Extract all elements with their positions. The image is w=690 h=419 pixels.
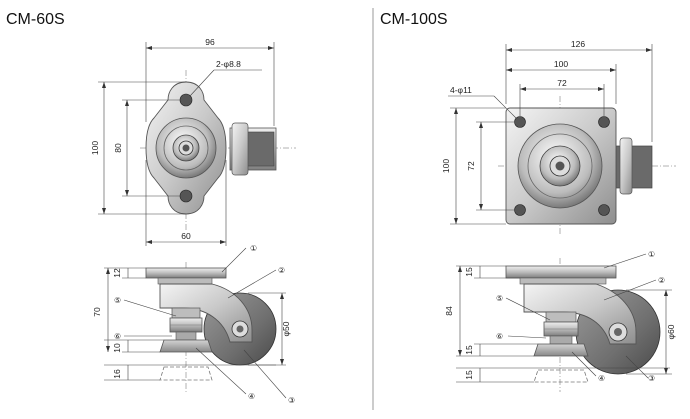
left-side-view bbox=[104, 262, 277, 392]
top-plate bbox=[505, 265, 617, 279]
left-callouts: ① ② ③ ④ ⑤ ⑥ bbox=[114, 244, 295, 405]
dim-hole-spec: 2-φ8.8 bbox=[216, 59, 241, 69]
dim-wheel-diameter: φ50 bbox=[281, 321, 291, 336]
leveling-pad bbox=[159, 339, 213, 353]
dim-adjust-height: 16 bbox=[112, 369, 122, 379]
dim-total-height: 84 bbox=[444, 306, 454, 316]
dim-plate-thickness: 15 bbox=[464, 267, 474, 277]
right-model-title: CM-100S bbox=[380, 11, 448, 28]
dim-plate-width: 100 bbox=[554, 59, 568, 69]
top-plate bbox=[145, 267, 227, 279]
dim-plate-thickness: 12 bbox=[112, 268, 122, 278]
dim-adjust-height: 15 bbox=[464, 370, 474, 380]
dim-width-total: 126 bbox=[571, 39, 585, 49]
callout-1: ① bbox=[648, 250, 655, 259]
dim-plate-height: 100 bbox=[441, 159, 451, 173]
callout-2: ② bbox=[658, 276, 665, 285]
callout-2: ② bbox=[278, 266, 285, 275]
left-side-dimensions: 12 70 10 16 φ50 bbox=[92, 267, 291, 381]
right-callouts: ① ② ③ ④ ⑤ ⑥ bbox=[496, 250, 665, 383]
left-top-view bbox=[140, 70, 296, 232]
dim-pad-height: 10 bbox=[112, 343, 122, 353]
dim-wheel-diameter: φ60 bbox=[666, 324, 676, 339]
callout-3: ③ bbox=[288, 396, 295, 405]
dim-pad-height: 15 bbox=[464, 345, 474, 355]
callout-6: ⑥ bbox=[114, 332, 121, 341]
right-top-view bbox=[498, 96, 676, 236]
dim-total-height: 70 bbox=[92, 307, 102, 317]
right-side-dimensions: 15 84 15 15 φ60 bbox=[444, 265, 676, 383]
bolt-hole bbox=[598, 116, 610, 128]
bolt-hole bbox=[514, 116, 526, 128]
bolt-hole bbox=[179, 189, 193, 203]
leveling-pad bbox=[533, 343, 589, 357]
callout-3: ③ bbox=[648, 374, 655, 383]
left-model-title: CM-60S bbox=[6, 11, 65, 28]
callout-5: ⑤ bbox=[496, 294, 503, 303]
dim-width-total: 96 bbox=[205, 37, 215, 47]
dim-hole-pitch-y: 72 bbox=[466, 161, 476, 171]
callout-4: ④ bbox=[598, 374, 605, 383]
dim-hole-pitch-x: 72 bbox=[557, 78, 567, 88]
bolt-hole bbox=[598, 204, 610, 216]
dim-plate-height: 100 bbox=[90, 141, 100, 155]
dim-plate-width: 60 bbox=[181, 231, 191, 241]
bolt-hole bbox=[514, 204, 526, 216]
left-top-dimensions: 96 2-φ8.8 100 80 60 bbox=[90, 37, 275, 246]
right-top-dimensions: 126 100 72 4-φ11 100 72 bbox=[441, 39, 653, 225]
dim-hole-pitch: 80 bbox=[113, 143, 123, 153]
right-side-view bbox=[456, 258, 670, 392]
callout-4: ④ bbox=[248, 392, 255, 401]
dim-hole-spec: 4-φ11 bbox=[450, 85, 472, 95]
callout-6: ⑥ bbox=[496, 332, 503, 341]
callout-1: ① bbox=[250, 244, 257, 253]
callout-5: ⑤ bbox=[114, 296, 121, 305]
